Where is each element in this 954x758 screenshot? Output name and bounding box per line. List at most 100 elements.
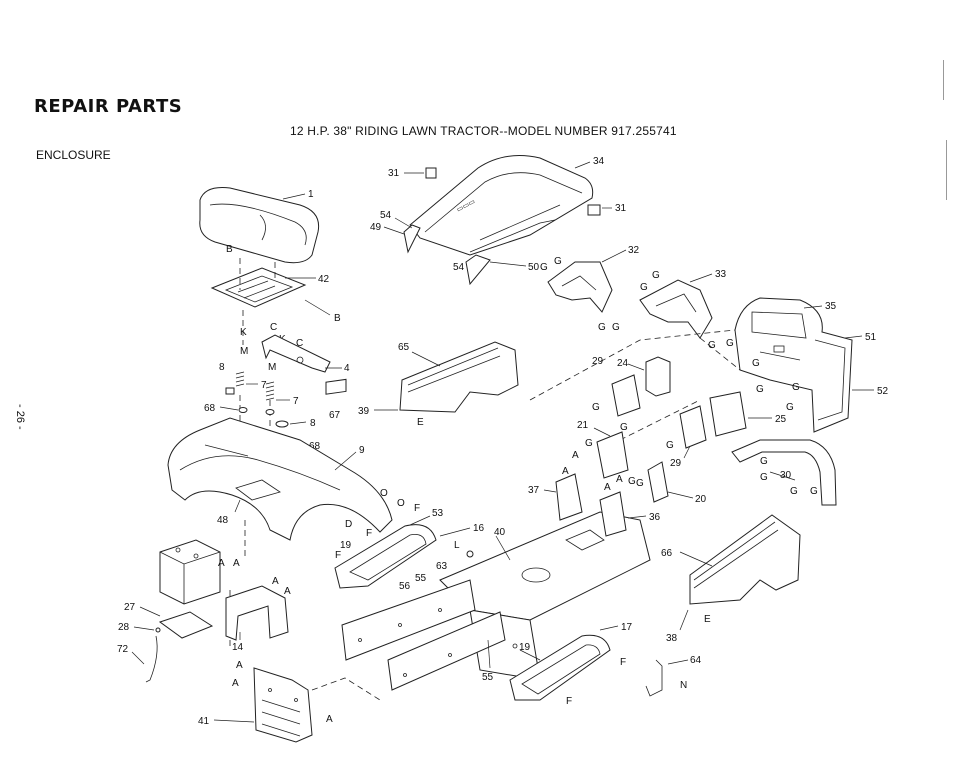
callout-41: 41 bbox=[198, 716, 210, 727]
ref-letter-C: C bbox=[296, 338, 303, 349]
callout-55: 55 bbox=[482, 672, 494, 683]
bracket-36 bbox=[599, 491, 627, 537]
ref-letter-F: F bbox=[335, 550, 341, 561]
battery bbox=[159, 539, 221, 605]
hitch-pin bbox=[645, 659, 663, 697]
seat-bracket bbox=[261, 334, 331, 373]
ref-letter-D: D bbox=[345, 519, 352, 530]
ref-letter-E: E bbox=[417, 417, 424, 428]
ref-letter-G: G bbox=[554, 256, 562, 267]
callout-8: 8 bbox=[310, 418, 316, 429]
callout-63: 63 bbox=[436, 561, 448, 572]
callout-50: 50 bbox=[528, 262, 540, 273]
front-panel bbox=[253, 667, 313, 743]
callout-32: 32 bbox=[628, 245, 640, 256]
battery-support bbox=[225, 585, 289, 641]
ref-letter-G: G bbox=[612, 322, 620, 333]
ref-letter-G: G bbox=[760, 456, 768, 467]
ref-letter-G: G bbox=[810, 486, 818, 497]
hood-hinge bbox=[403, 224, 421, 254]
ref-letter-L: L bbox=[454, 540, 460, 551]
decal-badge bbox=[587, 204, 601, 216]
ref-letter-A: A bbox=[233, 558, 240, 569]
ref-letter-A: A bbox=[236, 660, 243, 671]
plate-24 bbox=[645, 356, 671, 397]
callout-17: 17 bbox=[621, 622, 633, 633]
spring bbox=[235, 371, 245, 387]
callout-31: 31 bbox=[388, 168, 400, 179]
ref-letter-M: M bbox=[240, 346, 248, 357]
callout-34: 34 bbox=[593, 156, 605, 167]
running-board-right bbox=[689, 514, 801, 605]
callout-30: 30 bbox=[780, 470, 792, 481]
decal bbox=[325, 378, 347, 395]
dash-panel bbox=[734, 297, 853, 433]
callout-1: 1 bbox=[308, 189, 314, 200]
ref-letter-G: G bbox=[598, 322, 606, 333]
bracket-29 bbox=[679, 405, 707, 449]
decal-badge bbox=[425, 167, 437, 179]
callout-4: 4 bbox=[344, 363, 350, 374]
ref-letter-G: G bbox=[792, 382, 800, 393]
ref-letter-A: A bbox=[572, 450, 579, 461]
ref-letter-A: A bbox=[616, 474, 623, 485]
ref-letter-A: A bbox=[604, 482, 611, 493]
callout-14: 14 bbox=[232, 642, 244, 653]
ref-letter-G: G bbox=[790, 486, 798, 497]
running-board-left bbox=[399, 341, 519, 413]
callout-8: 8 bbox=[219, 362, 225, 373]
ref-letter-G: G bbox=[540, 262, 548, 273]
hood-hinge bbox=[465, 254, 491, 286]
ref-letter-G: G bbox=[652, 270, 660, 281]
footrest-left bbox=[334, 524, 437, 589]
callout-19: 19 bbox=[519, 642, 531, 653]
ref-letter-F: F bbox=[566, 696, 572, 707]
callout-24: 24 bbox=[617, 358, 629, 369]
ref-letter-F: F bbox=[620, 657, 626, 668]
ref-letter-O: O bbox=[380, 488, 388, 499]
washer bbox=[275, 420, 289, 428]
ref-letter-E: E bbox=[704, 614, 711, 625]
callout-51: 51 bbox=[865, 332, 877, 343]
callout-55: 55 bbox=[415, 573, 427, 584]
bracket-20 bbox=[647, 461, 669, 503]
ref-letter-G: G bbox=[756, 384, 764, 395]
plate-25 bbox=[709, 391, 747, 437]
ref-letter-N: N bbox=[680, 680, 687, 691]
callout-37: 37 bbox=[528, 485, 540, 496]
ref-letter-G: G bbox=[636, 478, 644, 489]
diagram-subtitle: 12 H.P. 38" RIDING LAWN TRACTOR--MODEL N… bbox=[290, 124, 677, 138]
callout-67: 67 bbox=[329, 410, 341, 421]
ref-letter-A: A bbox=[272, 576, 279, 587]
washer bbox=[265, 409, 275, 415]
section-label: ENCLOSURE bbox=[36, 148, 111, 162]
fender bbox=[167, 417, 393, 541]
callout-25: 25 bbox=[775, 414, 787, 425]
callout-52: 52 bbox=[877, 386, 889, 397]
spring bbox=[265, 381, 275, 401]
callout-49: 49 bbox=[370, 222, 382, 233]
ref-letter-B: B bbox=[334, 313, 341, 324]
callout-36: 36 bbox=[649, 512, 661, 523]
callout-9: 9 bbox=[359, 445, 365, 456]
ref-letter-F: F bbox=[366, 528, 372, 539]
footrest-right bbox=[509, 634, 611, 701]
callout-38: 38 bbox=[666, 633, 678, 644]
scan-edge-line bbox=[946, 140, 947, 200]
ref-letter-A: A bbox=[284, 586, 291, 597]
bracket-37 bbox=[555, 473, 583, 521]
ref-letter-F: F bbox=[414, 503, 420, 514]
ref-letter-G: G bbox=[585, 438, 593, 449]
ref-letter-A: A bbox=[218, 558, 225, 569]
fastener bbox=[466, 550, 474, 558]
callout-27: 27 bbox=[124, 602, 136, 613]
callout-48: 48 bbox=[217, 515, 229, 526]
callout-20: 20 bbox=[695, 494, 707, 505]
scan-edge-line bbox=[943, 60, 944, 100]
spacer bbox=[225, 387, 235, 395]
bolt bbox=[155, 627, 161, 633]
page-title: REPAIR PARTS bbox=[34, 96, 183, 117]
ref-letter-B: B bbox=[226, 244, 233, 255]
callout-35: 35 bbox=[825, 301, 837, 312]
